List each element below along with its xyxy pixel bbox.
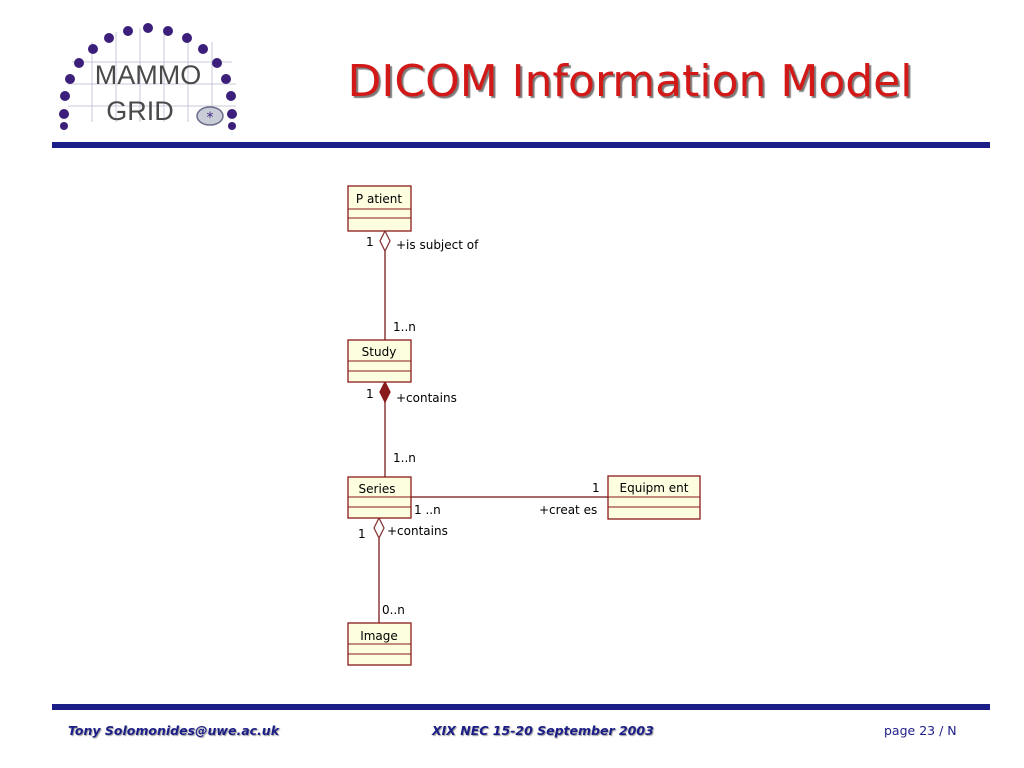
role-series-equipment: +creat es [539, 503, 597, 517]
role-patient-study: +is subject of [396, 238, 479, 252]
mammogrid-logo: MAMMO GRID * [59, 23, 237, 130]
logo-emblem-icon: * [196, 106, 224, 126]
logo-text-bottom: GRID [106, 96, 174, 126]
mult-patient-target: 1..n [393, 320, 416, 334]
class-series[interactable]: Series [347, 476, 412, 519]
svg-text:*: * [207, 110, 214, 126]
class-patient[interactable]: P atient [347, 185, 412, 232]
footer-event: XIX NEC 15-20 September 2003 [432, 723, 654, 738]
class-image[interactable]: Image [347, 622, 412, 666]
mult-equipment-source: 1 [592, 481, 600, 495]
role-series-image: +contains [387, 524, 448, 538]
mult-study-source: 1 [366, 387, 374, 401]
mult-series-source: 1 [358, 527, 366, 541]
class-series-label: Series [359, 482, 396, 496]
aggregation-diamond-icon [379, 229, 391, 253]
class-study[interactable]: Study [347, 339, 412, 383]
mult-patient-source: 1 [366, 235, 374, 249]
mult-image-target: 0..n [382, 603, 405, 617]
aggregation-diamond-icon [373, 516, 385, 540]
logo-grid [68, 28, 236, 122]
class-equipment-label: Equipm ent [620, 481, 689, 495]
class-equipment[interactable]: Equipm ent [607, 475, 701, 520]
slide-title: DICOM Information Model [347, 56, 913, 107]
footer-author: Tony Solomonides@uwe.ac.uk [68, 723, 280, 738]
logo-dots [59, 23, 237, 130]
role-study-series: +contains [396, 391, 457, 405]
class-patient-label: P atient [356, 192, 402, 206]
class-study-label: Study [362, 345, 397, 359]
uml-class-diagram: P atient Study Series Equipm ent Image 1… [347, 185, 701, 666]
mult-study-target: 1..n [393, 451, 416, 465]
composition-diamond-icon [379, 380, 391, 404]
logo-text-top: MAMMO [95, 60, 201, 90]
footer-page-number: page 23 / N [884, 723, 957, 738]
class-image-label: Image [360, 629, 398, 643]
title-divider [52, 142, 990, 148]
footer-divider [52, 704, 990, 710]
mult-series-equipment: 1 ..n [414, 503, 441, 517]
